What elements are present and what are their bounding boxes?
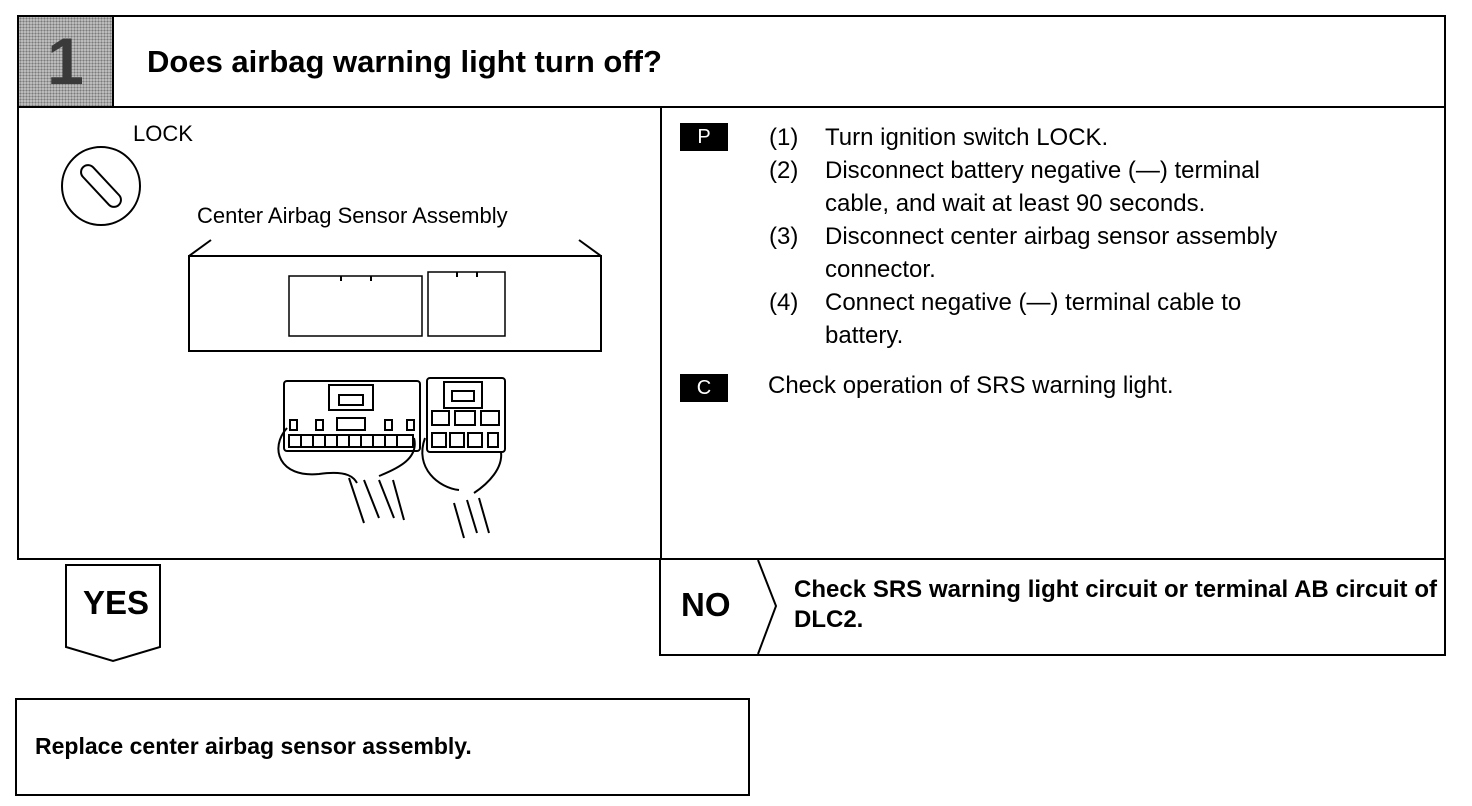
left-connector (277, 380, 421, 524)
lock-label: LOCK (133, 121, 193, 146)
step-number: 1 (47, 24, 84, 98)
check-tag: C (680, 374, 728, 402)
content-divider (660, 108, 662, 558)
step-question: Does airbag warning light turn off? (147, 44, 662, 79)
step-text: Disconnect center airbag sensor assembly (825, 223, 1278, 250)
connector-illustration (61, 146, 602, 539)
step-text: Disconnect battery negative (—) terminal (825, 157, 1260, 184)
content-panel: LOCK Center Airbag Sensor Assembly P (1)… (17, 108, 1446, 560)
step-text-continuation: battery. (825, 322, 904, 349)
right-connector (421, 377, 506, 539)
no-label: NO (681, 586, 731, 623)
yes-result-text: Replace center airbag sensor assembly. (35, 733, 472, 759)
sensor-assembly-label: Center Airbag Sensor Assembly (197, 203, 508, 228)
step-number: (3) (769, 223, 799, 250)
step-number: (2) (769, 157, 799, 184)
step-text: Connect negative (—) terminal cable to (825, 289, 1242, 316)
step-text: Turn ignition switch LOCK. (825, 124, 1109, 151)
step-number: (1) (769, 124, 799, 151)
check-instruction: Check operation of SRS warning light. (768, 372, 1174, 399)
sensor-housing (188, 239, 602, 352)
step-text-continuation: connector. (825, 256, 936, 283)
step-header: 1 Does airbag warning light turn off? (17, 15, 1446, 108)
step-number: (4) (769, 289, 799, 316)
procedure-tag: P (680, 123, 728, 151)
no-result-text: Check SRS warning light circuit or termi… (794, 576, 1437, 633)
yes-result-box: Replace center airbag sensor assembly. (15, 698, 750, 796)
no-chevron-divider (757, 560, 778, 654)
yes-arrow-shape (65, 564, 161, 663)
ignition-key-icon (61, 146, 141, 226)
no-result-box: NO Check SRS warning light circuit or te… (659, 560, 1446, 656)
yes-label: YES (82, 584, 150, 621)
step-number-box: 1 (19, 17, 114, 106)
step-text-continuation: cable, and wait at least 90 seconds. (825, 190, 1206, 217)
